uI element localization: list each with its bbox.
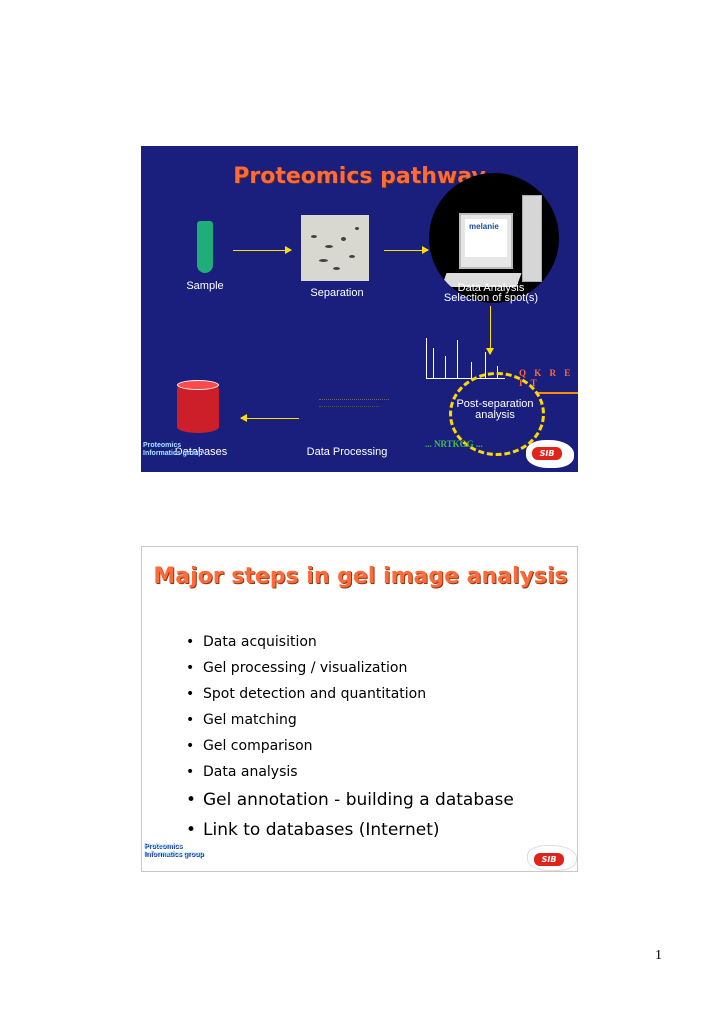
database-icon (177, 380, 219, 433)
steps-list: Data acquisition Gel processing / visual… (186, 629, 514, 845)
faint-data-line (319, 399, 389, 402)
peptide-sequence: ... NRTKGG ... (425, 439, 483, 449)
data-processing-label: Data Processing (306, 446, 388, 458)
arrow-down-icon (486, 306, 494, 355)
separation-label: Separation (310, 287, 364, 299)
page-number: 1 (655, 948, 662, 963)
sample-tube-icon (197, 221, 213, 273)
computer-tower-icon (522, 195, 542, 282)
list-item: Gel comparison (186, 733, 514, 759)
sample-label: Sample (186, 280, 224, 292)
proteomics-informatics-logo: Proteomics Informatics group (143, 442, 203, 457)
separator-line (536, 392, 578, 394)
post-separation-label: Post-separation (456, 398, 534, 410)
slide-title: Major steps in gel image analysis (153, 564, 568, 589)
monitor-icon: melanie (459, 213, 513, 269)
list-item: Data analysis (186, 759, 514, 785)
highlight-ellipse (449, 372, 545, 456)
data-analysis-label: Data Analysis (457, 282, 525, 294)
computer-workstation-icon: melanie (429, 173, 559, 303)
sib-badge: SIB (532, 447, 562, 460)
proteomics-pathway-slide: Proteomics pathway Sample Separation mel… (141, 146, 578, 472)
swiss-map-icon: SIB (526, 440, 574, 468)
gel-image-icon (301, 215, 369, 281)
selection-label: Selection of spot(s) (443, 292, 539, 304)
sib-badge: SIB (534, 853, 564, 866)
slide-title: Proteomics pathway (233, 164, 486, 189)
list-item: Gel annotation - building a database (186, 785, 514, 815)
arrow-right-icon (384, 246, 429, 254)
list-item: Spot detection and quantitation (186, 681, 514, 707)
list-item: Data acquisition (186, 629, 514, 655)
proteomics-informatics-logo: Proteomics Informatics group (144, 843, 204, 858)
list-item: Link to databases (Internet) (186, 815, 514, 845)
arrow-left-icon (240, 414, 299, 422)
software-logo: melanie (469, 222, 499, 231)
analysis-label: analysis (475, 409, 515, 421)
swiss-map-icon: SIB (527, 845, 577, 871)
databases-label: Databases (174, 446, 228, 458)
faint-data-line (319, 406, 379, 409)
arrow-right-icon (233, 246, 292, 254)
gel-analysis-steps-slide: Major steps in gel image analysis Data a… (141, 546, 578, 872)
list-item: Gel processing / visualization (186, 655, 514, 681)
list-item: Gel matching (186, 707, 514, 733)
